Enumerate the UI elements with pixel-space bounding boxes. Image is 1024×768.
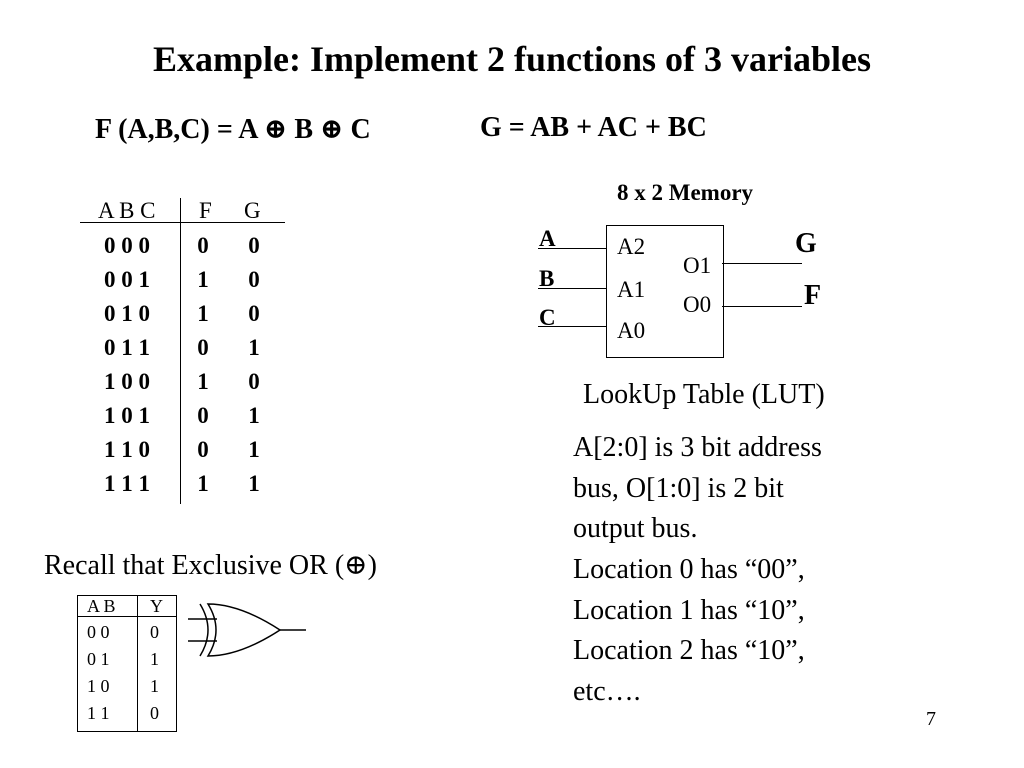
truth-table-header-rule (80, 222, 285, 223)
xor-gate-icon (188, 603, 306, 657)
xor-row-ab: 1 1 (87, 703, 110, 723)
lut-description-line: etc…. (573, 676, 641, 708)
equation-f: F (A,B,C) = A ⊕ B ⊕ C (95, 114, 371, 145)
truth-table-column-rule (180, 198, 181, 504)
xor-table-header-rule (77, 616, 177, 617)
xor-header-ab: A B (87, 596, 116, 616)
truth-table-f: 1 (197, 369, 209, 394)
pin-a0: A0 (617, 318, 646, 343)
truth-table-f: 0 (197, 233, 209, 258)
truth-table-f: 0 (197, 437, 209, 462)
lut-description-line: output bus. (573, 513, 698, 545)
lut-description-line: Location 0 has “00”, (573, 554, 805, 586)
wire-f (722, 306, 802, 307)
truth-table-inputs: 1 0 1 (104, 403, 150, 428)
slide-title: Example: Implement 2 functions of 3 vari… (153, 39, 871, 79)
memory-title: 8 x 2 Memory (617, 180, 754, 205)
xor-header-y: Y (150, 596, 163, 616)
xor-row-ab: 1 0 (87, 676, 110, 696)
lut-description: A[2:0] is 3 bit address bus, O[1:0] is 2… (573, 428, 822, 713)
xor-row-y: 0 (150, 622, 159, 642)
lut-description-line: bus, O[1:0] is 2 bit (573, 472, 784, 504)
truth-table-inputs: 0 1 1 (104, 335, 150, 360)
xor-table-border (77, 595, 177, 732)
truth-table-inputs: 0 1 0 (104, 301, 150, 326)
memory-block (606, 225, 724, 358)
pin-o0: O0 (683, 292, 712, 317)
truth-table-inputs: 0 0 1 (104, 267, 150, 292)
wire-b (538, 288, 606, 289)
pin-a1: A1 (617, 277, 646, 302)
truth-table-f: 1 (197, 471, 209, 496)
truth-table-g: 1 (248, 403, 260, 428)
truth-table-inputs: 1 1 1 (104, 471, 150, 496)
page-number: 7 (926, 708, 936, 730)
input-label-a: A (539, 226, 556, 251)
input-label-c: C (539, 305, 556, 330)
xor-row-y: 1 (150, 649, 159, 669)
lut-description-line: Location 1 has “10”, (573, 594, 805, 626)
equation-g: G = AB + AC + BC (480, 112, 707, 143)
input-label-b: B (539, 266, 555, 291)
truth-table-g: 0 (248, 369, 260, 394)
truth-table-g: 0 (248, 267, 260, 292)
xor-row-ab: 0 0 (87, 622, 110, 642)
pin-o1: O1 (683, 253, 712, 278)
truth-table-g: 1 (248, 437, 260, 462)
truth-table-header-g: G (244, 198, 261, 223)
truth-table-g: 0 (248, 301, 260, 326)
xor-row-y: 1 (150, 676, 159, 696)
truth-table-f: 0 (197, 335, 209, 360)
truth-table-g: 0 (248, 233, 260, 258)
truth-table-inputs: 1 1 0 (104, 437, 150, 462)
truth-table-inputs: 0 0 0 (104, 233, 150, 258)
output-label-f: F (804, 280, 822, 311)
lut-description-line: A[2:0] is 3 bit address (573, 432, 822, 463)
truth-table-header-f: F (199, 198, 212, 223)
wire-a (538, 248, 606, 249)
lut-caption: LookUp Table (LUT) (583, 379, 825, 410)
output-label-g: G (795, 228, 817, 259)
truth-table-f: 0 (197, 403, 209, 428)
wire-g (722, 263, 802, 264)
xor-row-y: 0 (150, 703, 159, 723)
truth-table-g: 1 (248, 335, 260, 360)
xor-recall-text: Recall that Exclusive OR (⊕) (44, 550, 377, 581)
lut-description-line: Location 2 has “10”, (573, 635, 805, 667)
truth-table-inputs: 1 0 0 (104, 369, 150, 394)
xor-row-ab: 0 1 (87, 649, 110, 669)
xor-table-column-rule (137, 595, 138, 732)
truth-table-f: 1 (197, 301, 209, 326)
truth-table-f: 1 (197, 267, 209, 292)
truth-table-g: 1 (248, 471, 260, 496)
truth-table-header-inputs: A B C (98, 198, 156, 223)
pin-a2: A2 (617, 234, 646, 259)
wire-c (538, 326, 606, 327)
